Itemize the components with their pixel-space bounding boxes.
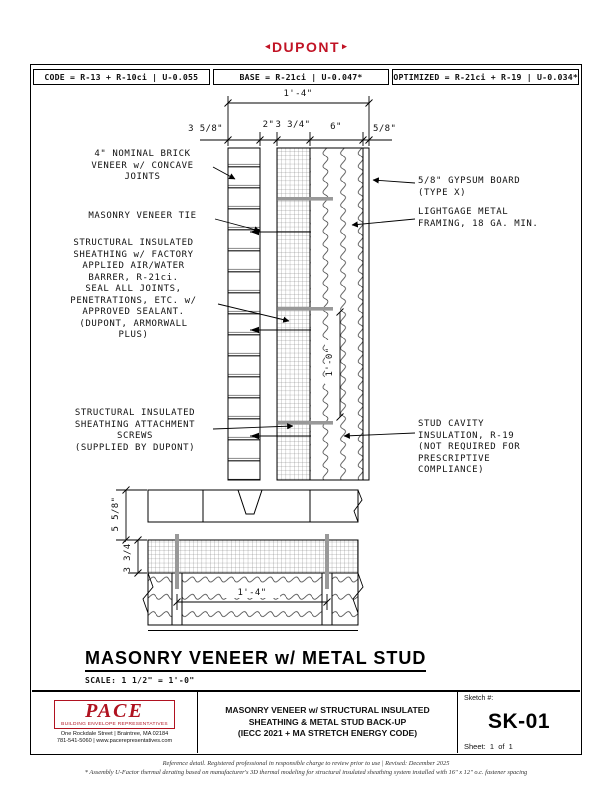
code-bar: CODE = R-13 + R-10ci | U-0.055 BASE = R-… xyxy=(33,69,579,85)
sketch-number-label: Sketch #: xyxy=(464,695,494,702)
dim-stud: 6" xyxy=(330,122,342,132)
footer-note-1: Reference detail. Registered professiona… xyxy=(162,760,450,767)
stud-cavity-section xyxy=(309,147,364,481)
label-attachment-screws: STRUCTURAL INSULATED SHEATHING ATTACHMEN… xyxy=(74,408,196,453)
dim-sheathing: 3 3/4" xyxy=(275,120,311,130)
dupont-wordmark: DUPONT xyxy=(271,38,341,55)
title-block: PACE BUILDING ENVELOPE REPRESENTATIVES O… xyxy=(32,690,580,753)
dim-gypsum: 5/8" xyxy=(373,124,397,134)
plan-attachment-screws xyxy=(175,534,329,589)
gypsum-board-section xyxy=(362,147,370,481)
leader-lines xyxy=(212,166,416,439)
sheet-number: Sheet: 1 of 1 xyxy=(464,742,513,751)
title-block-sketch-cell: Sketch #: SK-01 Sheet: 1 of 1 xyxy=(458,692,580,753)
dupont-logo: ◂DUPONT▸ xyxy=(0,38,612,56)
dimension-lines-section xyxy=(200,96,392,421)
dim-plan-brick-airspace: 5 5/8" xyxy=(111,496,121,532)
label-insulated-sheathing: STRUCTURAL INSULATED SHEATHING w/ FACTOR… xyxy=(70,238,197,340)
pace-wordmark: PACE xyxy=(85,700,144,722)
dim-airspace: 2" xyxy=(262,120,275,130)
code-box-code: CODE = R-13 + R-10ci | U-0.055 xyxy=(33,69,210,85)
dim-plan-stud-spacing: 1'-4" xyxy=(224,588,280,598)
code-box-optimized: OPTIMIZED = R-21ci + R-19 | U-0.034* xyxy=(392,69,579,85)
plan-view xyxy=(142,489,364,631)
brick-veneer-section xyxy=(227,147,261,481)
label-brick-veneer: 4" NOMINAL BRICK VENEER w/ CONCAVE JOINT… xyxy=(91,149,194,182)
code-box-base: BASE = R-21ci | U-0.047* xyxy=(212,69,390,85)
title-block-description: MASONRY VENEER w/ STRUCTURAL INSULATED S… xyxy=(198,692,458,753)
sheathing-section xyxy=(276,147,311,481)
pace-logo: PACE BUILDING ENVELOPE REPRESENTATIVES xyxy=(54,700,175,729)
pace-address: One Rockdale Street | Braintree, MA 0218… xyxy=(60,731,169,737)
title-block-firm-cell: PACE BUILDING ENVELOPE REPRESENTATIVES O… xyxy=(32,692,198,753)
label-metal-framing: LIGHTGAGE METAL FRAMING, 18 GA. MIN. xyxy=(418,207,539,229)
detail-scale: SCALE: 1 1/2" = 1'-0" xyxy=(85,676,195,685)
label-gypsum-board: 5/8" GYPSUM BOARD (TYPE X) xyxy=(418,176,521,198)
footer-note-2: * Assembly U-Factor thermal derating bas… xyxy=(84,769,528,776)
pace-contact: 781-541-5060 | www.pacerepresentatives.c… xyxy=(56,738,173,744)
dim-brick: 3 5/8" xyxy=(188,124,223,134)
dim-cavity-height: 1'-0" xyxy=(325,340,335,384)
dimension-lines-plan xyxy=(116,486,331,610)
dim-plan-sheathing: 3 3/4" xyxy=(123,537,133,573)
pace-tagline: BUILDING ENVELOPE REPRESENTATIVES xyxy=(61,722,168,727)
dupont-right-triangle-icon: ▸ xyxy=(342,41,347,52)
dupont-left-triangle-icon: ◂ xyxy=(265,41,270,52)
border-frame xyxy=(30,64,582,755)
dim-overall-width: 1'-4" xyxy=(283,89,313,99)
sketch-number: SK-01 xyxy=(487,710,551,733)
label-masonry-tie: MASONRY VENEER TIE xyxy=(88,211,197,221)
label-cavity-insulation: STUD CAVITY INSULATION, R-19 (NOT REQUIR… xyxy=(418,419,521,475)
attachment-screws xyxy=(278,197,333,425)
detail-title: MASONRY VENEER w/ METAL STUD xyxy=(85,648,427,672)
